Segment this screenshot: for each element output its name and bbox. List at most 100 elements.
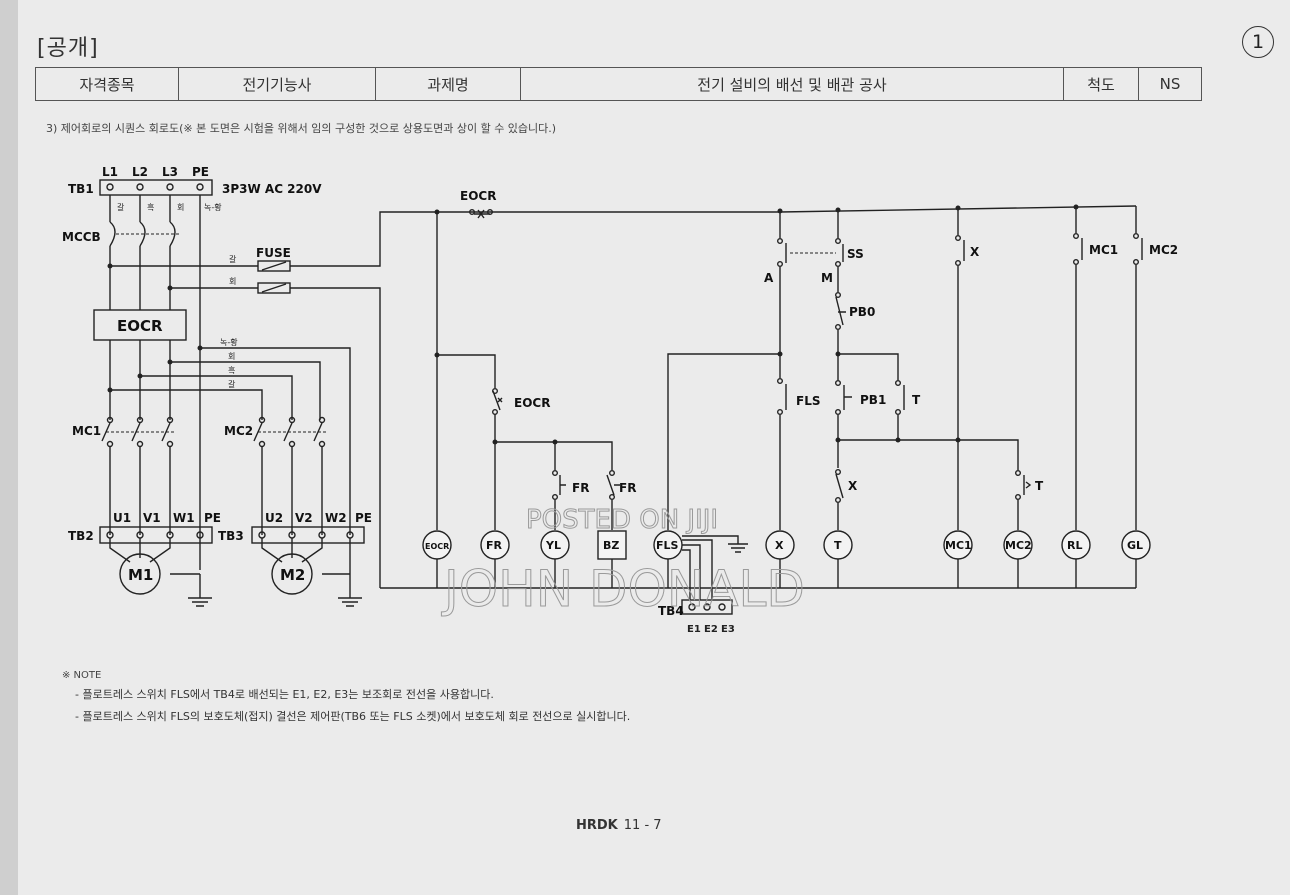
page-number-badge: 1	[1242, 26, 1274, 58]
note-title: ※ NOTE	[62, 670, 102, 681]
eocr-coil	[422, 530, 452, 560]
label-qualification: 자격종목	[35, 67, 179, 101]
terminal-u1-label: U1	[113, 511, 131, 525]
terminal-u2-label: U2	[265, 511, 283, 525]
fr-contact-label-2: FR	[619, 481, 636, 495]
footer-page: 11 - 7	[623, 818, 662, 833]
pb0-out	[837, 330, 899, 380]
terminal-w2-label: W2	[325, 511, 347, 525]
rl-lamp	[1061, 530, 1091, 560]
fls-contact-label: FLS	[796, 394, 821, 408]
mc2-coil	[1003, 530, 1033, 560]
diagram-caption: 3) 제어회로의 시퀀스 회로도(※ 본 도면은 시험을 위해서 임의 구성한 …	[46, 122, 557, 135]
fr-contact-label-1: FR	[572, 481, 589, 495]
t-contact-label: T	[912, 393, 921, 407]
eocr-contact-branch	[437, 354, 496, 388]
mc2-aux-contact	[1132, 232, 1143, 266]
ss-top-wires	[779, 210, 839, 238]
tb2-block	[99, 526, 213, 544]
fls-contact	[777, 378, 787, 416]
tb1-block	[99, 179, 213, 196]
fls-coil-feed	[667, 353, 780, 530]
x-no-contact	[955, 234, 965, 267]
ss-label: SS	[847, 247, 864, 261]
mc1-power-label: MC1	[72, 424, 101, 438]
scale-value: NS	[1138, 67, 1202, 101]
rail-nodes	[434, 204, 1079, 215]
fls-tb4-wiring	[682, 535, 748, 600]
gl-lamp	[1121, 530, 1151, 560]
bus-brown: 갈	[228, 380, 236, 389]
tb2-terminals	[106, 531, 212, 607]
mc1-coil	[943, 530, 973, 560]
x-nc-contact	[835, 469, 844, 504]
eocr-top-label: EOCR	[460, 189, 496, 203]
footer-brand: HRDK	[576, 818, 618, 833]
mccb-breaker	[109, 195, 180, 310]
pb0-button	[835, 292, 846, 331]
t-contact-parallel	[895, 380, 905, 416]
tb1-terminals	[106, 183, 204, 191]
mc2-power-contacts	[253, 416, 328, 535]
coil-row	[422, 530, 1151, 588]
terminal-v2-label: V2	[295, 511, 313, 525]
bus-green-yellow: 녹-황	[220, 337, 238, 347]
note-line-1: - 플로트레스 스위치 FLS에서 TB4로 배선되는 E1, E2, E3는 …	[75, 688, 494, 701]
x-relay	[765, 530, 795, 560]
coil-label-eocr: EOCR	[425, 542, 449, 551]
eocr-top-contact	[469, 208, 494, 219]
task-value: 전기 설비의 배선 및 배관 공사	[520, 67, 1064, 101]
eocr-main-label: EOCR	[117, 317, 163, 335]
tb4-label: TB4	[658, 604, 684, 618]
page-footer: HRDK 11 - 7	[576, 818, 662, 833]
tb4-block	[681, 599, 733, 615]
wire-color-gray: 회	[177, 203, 184, 212]
wire-color-black: 흑	[147, 202, 154, 212]
bus-black: 흑	[228, 365, 235, 375]
bus-gray: 회	[228, 352, 235, 361]
pb1-button	[835, 380, 852, 416]
tb4-e1: E1	[687, 624, 701, 635]
qualification-value: 전기기능사	[178, 67, 376, 101]
eocr-nc-contact	[492, 388, 503, 416]
fuse-label: FUSE	[256, 246, 291, 260]
t-timer-coil	[823, 530, 853, 560]
coil-label-t: T	[834, 539, 842, 552]
mc2-power-label: MC2	[224, 424, 253, 438]
pb1-label: PB1	[860, 393, 886, 407]
tb1-label: TB1	[68, 182, 94, 196]
fr-coil	[480, 530, 510, 560]
x-contact-label: X	[848, 479, 858, 493]
coil-label-yl: YL	[545, 539, 561, 552]
tb4-e2: E2	[704, 624, 718, 635]
public-tag: [공개]	[37, 36, 99, 61]
pb0-label: PB0	[849, 305, 875, 319]
ss-bottom-wires	[779, 267, 839, 378]
ss-manual-label: M	[821, 271, 833, 285]
eocr-contact-label: EOCR	[514, 396, 550, 410]
x-top-label: X	[970, 245, 980, 259]
tb4-e3: E3	[721, 624, 735, 635]
mc1-aux-label: MC1	[1089, 243, 1118, 257]
coil-label-x: X	[775, 539, 784, 552]
mccb-label: MCCB	[62, 230, 101, 244]
fuse-gray-label: 회	[229, 277, 236, 286]
fuse-brown-label: 갈	[229, 255, 237, 264]
mc1-aux-contact	[1072, 232, 1083, 266]
coil-label-bz: BZ	[603, 539, 619, 552]
label-scale: 척도	[1063, 67, 1139, 101]
fuse-wires	[107, 211, 780, 588]
mc1-power-contacts	[101, 416, 176, 535]
coil-label-gl: GL	[1127, 539, 1143, 552]
title-block-table: 자격종목 전기기능사 과제명 전기 설비의 배선 및 배관 공사 척도 NS	[35, 67, 1202, 101]
terminal-l3-label: L3	[162, 165, 178, 179]
mc2-bus-wires	[107, 345, 351, 535]
eocr-output-lines	[109, 340, 171, 420]
coil-label-rl: RL	[1067, 539, 1082, 552]
wire-color-green-yellow: 녹-황	[204, 202, 222, 212]
motor-m2	[271, 553, 313, 595]
mc2-aux-label: MC2	[1149, 243, 1178, 257]
wire-color-brown: 갈	[117, 203, 125, 212]
terminal-pe2-label: PE	[355, 511, 372, 525]
